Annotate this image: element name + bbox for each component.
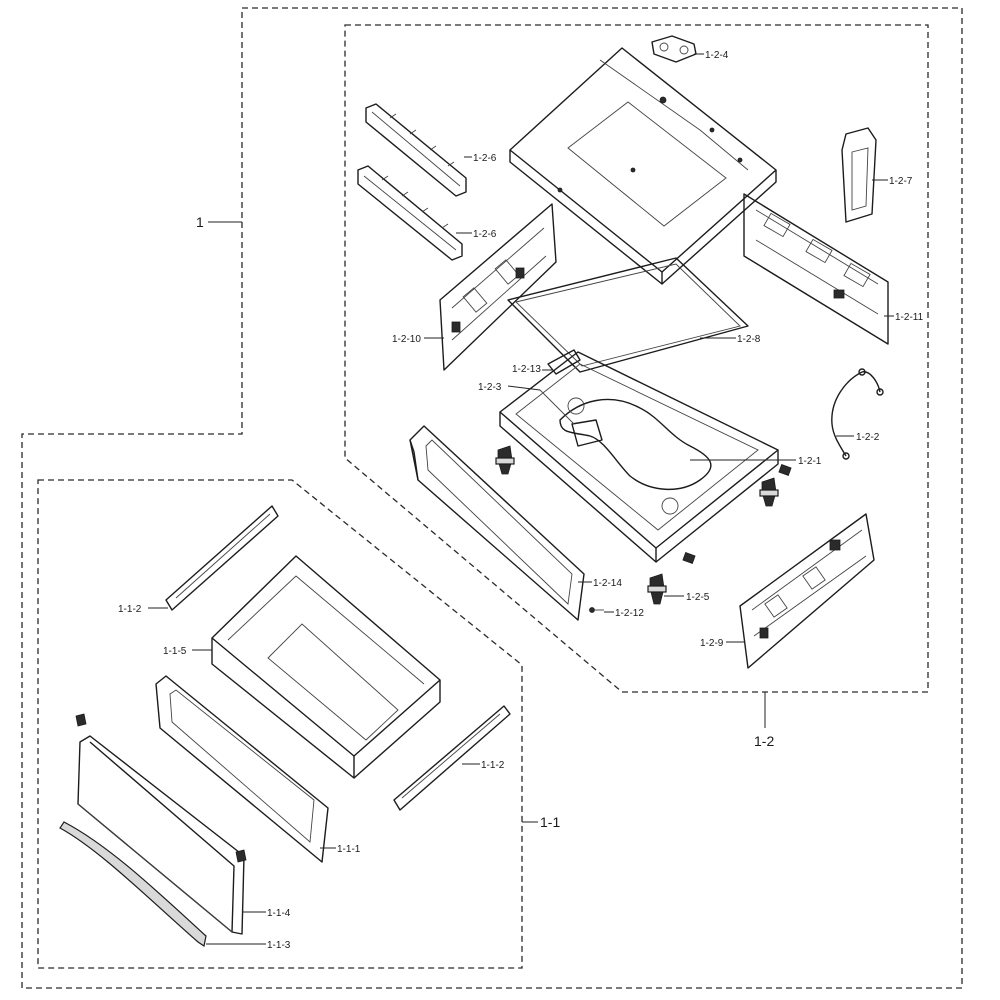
- label-1-2-1: 1-2-1: [798, 456, 822, 467]
- group-1-boundary: [21, 7, 963, 989]
- part-1-2-5-foot-right: [759, 477, 779, 507]
- label-1-1-2a: 1-1-2: [118, 604, 142, 615]
- part-1-2-7-bracket: [841, 127, 877, 223]
- part-1-2-8-plate: [507, 257, 749, 373]
- group-1-1-boundary: [37, 479, 523, 969]
- label-1-2-12: 1-2-12: [615, 608, 644, 619]
- label-1-1-2b: 1-1-2: [481, 760, 505, 771]
- group-label-1: 1: [196, 214, 204, 230]
- part-1-2-10-side-panel: [439, 203, 557, 371]
- part-small-knob-top: [75, 713, 87, 727]
- label-1-2-9: 1-2-9: [700, 638, 724, 649]
- part-1-1-1-inner-frame: [155, 675, 329, 863]
- label-1-2-6a: 1-2-6: [473, 153, 497, 164]
- part-small-knob-side: [235, 849, 247, 863]
- label-1-2-14: 1-2-14: [593, 578, 622, 589]
- part-1-2-6-rail-lower: [357, 165, 463, 261]
- leader-1-2-3: [507, 385, 541, 391]
- part-1-2-2-wire: [831, 368, 884, 460]
- label-1-2-4: 1-2-4: [705, 50, 729, 61]
- label-1-2-11: 1-2-11: [895, 312, 924, 323]
- group-label-1-1: 1-1: [540, 814, 560, 830]
- label-1-2-8: 1-2-8: [737, 334, 761, 345]
- part-1-1-2-rail-upper: [165, 505, 279, 611]
- part-1-2-12-screw: [589, 607, 604, 613]
- label-1-2-3: 1-2-3: [478, 382, 502, 393]
- part-1-2-9-back-panel: [739, 513, 875, 669]
- label-1-1-3: 1-1-3: [267, 940, 291, 951]
- group-label-1-2: 1-2: [754, 733, 774, 749]
- part-1-2-5-foot-left: [495, 445, 515, 475]
- part-1-2-11-side-panel: [743, 193, 889, 345]
- label-1-2-5: 1-2-5: [686, 592, 710, 603]
- label-1-1-1: 1-1-1: [337, 844, 361, 855]
- label-1-2-7: 1-2-7: [889, 176, 913, 187]
- part-1-1-3-handle: [59, 821, 207, 947]
- label-1-2-6b: 1-2-6: [473, 229, 497, 240]
- part-1-1-5-drawer-liner: [211, 555, 441, 779]
- part-1-2-5-foot-front: [647, 573, 667, 605]
- label-1-1-4: 1-1-4: [267, 908, 291, 919]
- part-small-clips: [682, 464, 792, 564]
- part-1-2-4-bracket: [651, 35, 697, 63]
- label-1-1-5: 1-1-5: [163, 646, 187, 657]
- part-top-cover-plate: [509, 47, 777, 285]
- label-1-2-2: 1-2-2: [856, 432, 880, 443]
- part-1-1-2-rail-lower: [393, 705, 511, 811]
- part-1-2-1-base-pan: [499, 351, 779, 563]
- part-1-2-14-front-frame: [409, 425, 585, 621]
- group-1-2-boundary: [344, 24, 929, 693]
- part-1-2-3-sensor: [539, 389, 603, 447]
- part-1-1-4-drawer-front: [77, 735, 245, 935]
- part-1-2-6-rail-upper: [365, 103, 467, 197]
- label-1-2-13: 1-2-13: [512, 364, 541, 375]
- label-1-2-10: 1-2-10: [392, 334, 421, 345]
